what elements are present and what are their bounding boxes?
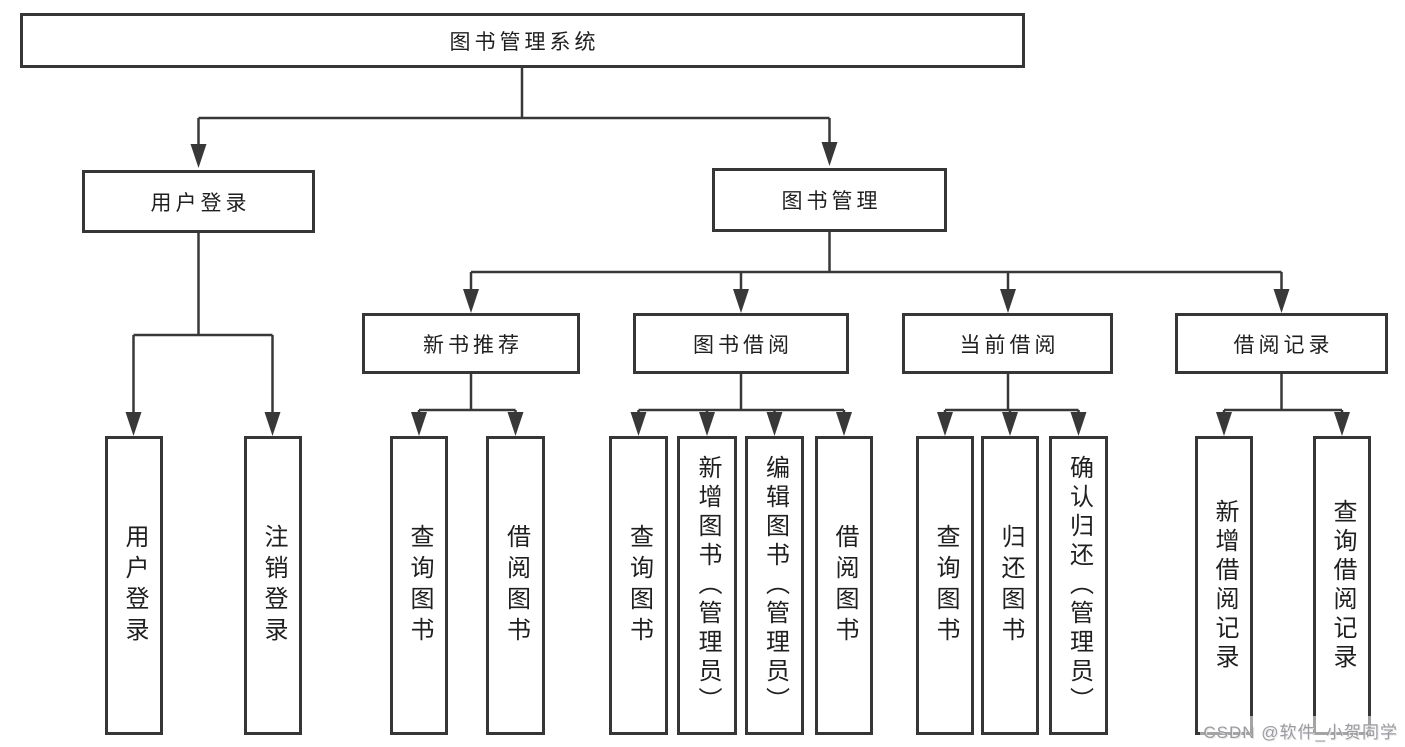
leaf-borrow-books-label: 借阅图书 (831, 523, 858, 648)
node-new-book-recommend: 新书推荐 (362, 313, 580, 374)
node-user-login: 用户登录 (82, 170, 315, 233)
leaf-query-borrow-record: 查询借阅记录 (1313, 436, 1371, 735)
leaf-user-login: 用户登录 (105, 436, 163, 735)
leaf-logout: 注销登录 (244, 436, 302, 735)
node-new-book-recommend-label: 新书推荐 (423, 333, 523, 357)
leaf-add-borrow-record-label: 新增借阅记录 (1211, 498, 1238, 673)
leaf-return-books-label: 归还图书 (997, 523, 1024, 648)
csdn-watermark: CSDN @软件_小贺同学 (1200, 716, 1401, 745)
node-current-borrow-label: 当前借阅 (959, 333, 1060, 357)
node-current-borrow: 当前借阅 (902, 313, 1113, 374)
leaf-recommend-query-books: 查询图书 (390, 436, 448, 735)
leaf-user-login-label: 用户登录 (121, 523, 148, 648)
leaf-borrow-query-books-label: 查询图书 (625, 523, 653, 648)
node-user-login-label: 用户登录 (150, 191, 251, 215)
leaf-add-books-admin-label: 新增图书（管理员） (694, 455, 721, 716)
leaf-recommend-borrow-books-label: 借阅图书 (502, 523, 530, 648)
node-borrow-records: 借阅记录 (1175, 313, 1388, 374)
leaf-current-query-books: 查询图书 (916, 436, 974, 735)
leaf-borrow-query-books: 查询图书 (609, 436, 668, 735)
node-book-borrow-label: 图书借阅 (693, 333, 793, 357)
node-root-label: 图书管理系统 (449, 30, 600, 54)
leaf-recommend-borrow-books: 借阅图书 (486, 436, 545, 735)
leaf-edit-books-admin-label: 编辑图书（管理员） (761, 455, 789, 716)
node-borrow-records-label: 借阅记录 (1233, 333, 1334, 357)
leaf-recommend-query-books-label: 查询图书 (406, 523, 433, 648)
leaf-add-books-admin: 新增图书（管理员） (677, 436, 737, 735)
leaf-return-books: 归还图书 (981, 436, 1039, 735)
node-root: 图书管理系统 (20, 13, 1025, 68)
leaf-logout-label: 注销登录 (260, 523, 287, 648)
leaf-edit-books-admin: 编辑图书（管理员） (745, 436, 804, 735)
leaf-current-query-books-label: 查询图书 (932, 523, 959, 648)
leaf-query-borrow-record-label: 查询借阅记录 (1329, 498, 1356, 673)
leaf-confirm-return-admin-label: 确认归还（管理员） (1065, 455, 1093, 716)
leaf-add-borrow-record: 新增借阅记录 (1195, 436, 1253, 735)
node-book-borrow: 图书借阅 (633, 313, 849, 374)
leaf-borrow-books: 借阅图书 (815, 436, 873, 735)
node-book-management-label: 图书管理 (781, 190, 882, 213)
node-book-management: 图书管理 (712, 168, 947, 232)
leaf-confirm-return-admin: 确认归还（管理员） (1049, 436, 1108, 735)
